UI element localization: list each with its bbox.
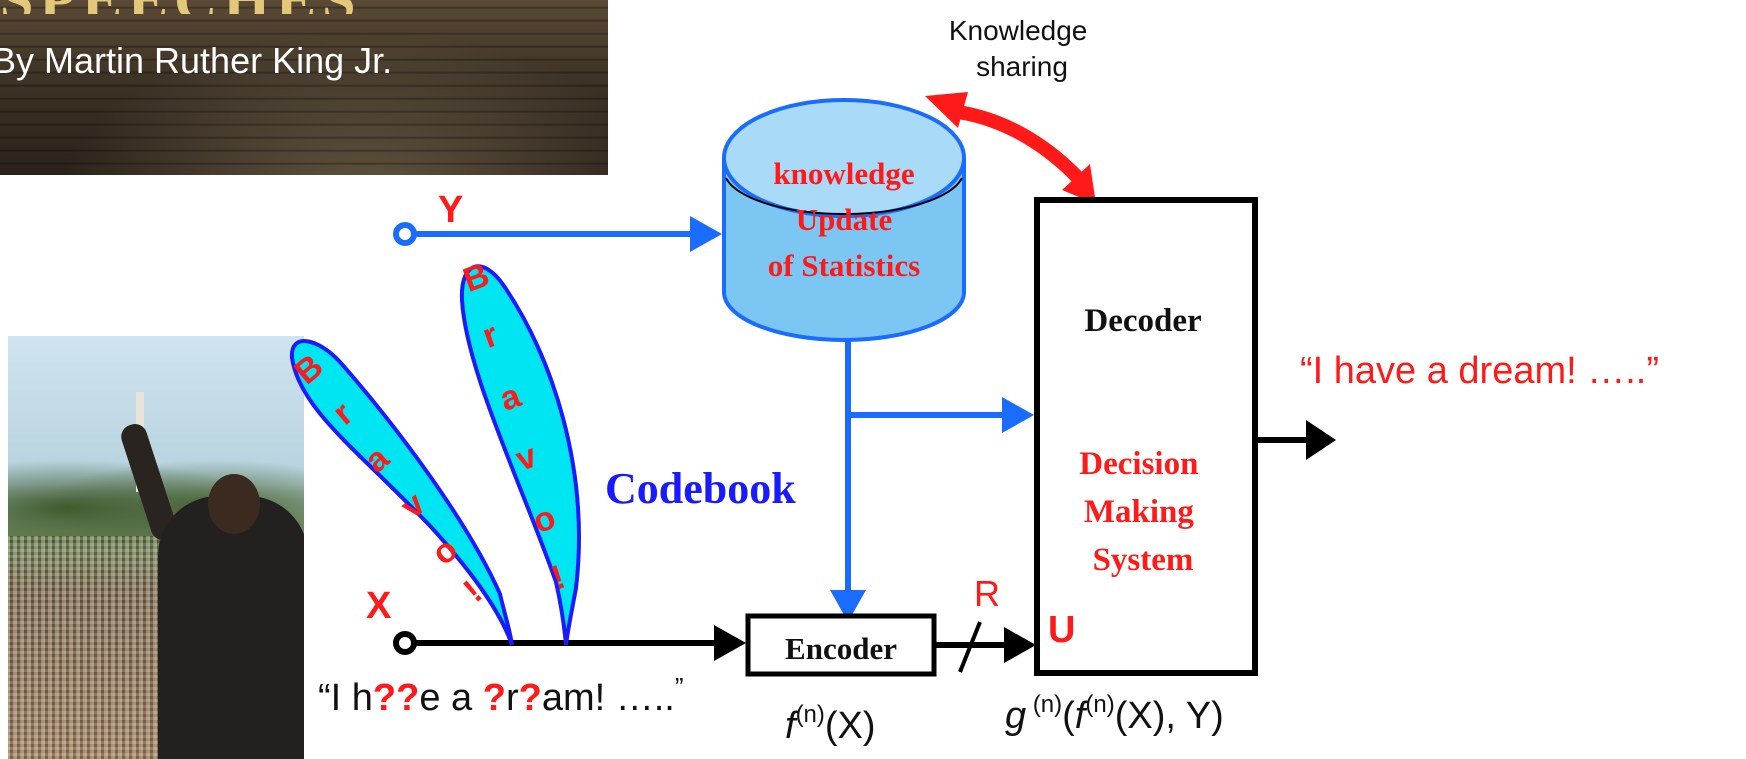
u-label: U	[1048, 609, 1075, 651]
decision-making-label: Decision Making System	[1079, 446, 1206, 578]
knowledge-sharing-arrow	[956, 105, 1086, 185]
r-label: R	[974, 573, 1000, 614]
db-line-1: knowledge	[773, 156, 914, 191]
speaker-figure	[158, 496, 304, 759]
rate-slash	[958, 621, 982, 673]
rate-arrowhead	[1004, 627, 1036, 663]
banner-headline: SPEECHES	[0, 0, 480, 14]
x-arrowhead	[714, 625, 746, 661]
banner-byline: By Martin Ruther King Jr.	[0, 40, 393, 81]
y-arrowhead	[690, 216, 722, 252]
knowledge-database	[722, 98, 966, 342]
speech-banner-image: SPEECHES By Martin Ruther King Jr.	[0, 0, 608, 175]
decoder-title: Decoder	[1084, 303, 1201, 339]
db-line-3: of Statistics	[768, 248, 920, 283]
y-label: Y	[438, 189, 463, 231]
y-input-terminal	[393, 222, 417, 246]
bravo-bubble-right	[459, 264, 581, 646]
bravo-bubble-left	[289, 339, 514, 646]
decoder-box	[1034, 197, 1258, 676]
codebook-arrowhead	[830, 590, 866, 622]
side-info-arrowhead	[1002, 397, 1034, 433]
knowledge-sharing-head-left	[925, 92, 968, 128]
speaker-photo	[8, 336, 304, 759]
encoder-function: f(n)(X)	[785, 701, 876, 747]
x-input-terminal	[393, 631, 417, 655]
output-quote: “I have a dream! …..”	[1300, 350, 1659, 392]
input-quote: “I h??e a ?r?am! …..”	[318, 672, 684, 719]
x-label: X	[366, 585, 392, 627]
codebook-label: Codebook	[605, 464, 796, 513]
db-line-2: Update	[796, 202, 892, 237]
output-arrowhead	[1306, 420, 1336, 460]
decoder-function: g (n)(f(n)(X), Y)	[1005, 691, 1224, 737]
knowledge-sharing-head-right	[1062, 164, 1096, 204]
knowledge-sharing-label: Knowledge sharing	[949, 15, 1095, 82]
encoder-label: Encoder	[785, 631, 897, 666]
